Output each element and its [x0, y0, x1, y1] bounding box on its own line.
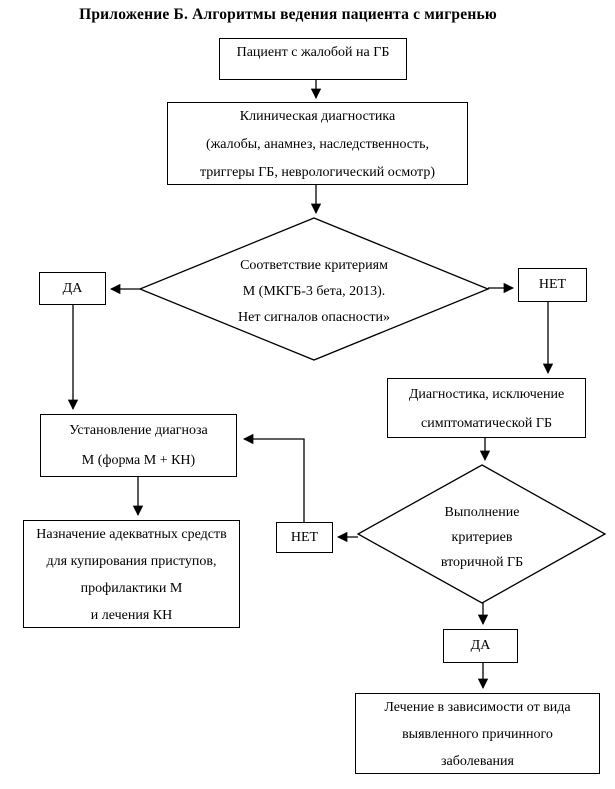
decision-criteria-text: Соответствие критериям М (МКГБ-3 бета, 2…: [164, 253, 464, 331]
node-diagnostics-line: Диагностика, исключение: [408, 387, 565, 402]
node-clinical-line: триггеры ГБ, неврологический осмотр): [200, 165, 435, 180]
node-prescribe-line: и лечения КН: [90, 608, 173, 623]
node-no-middle-label: НЕТ: [290, 529, 319, 545]
decision-secondary-line: Выполнение: [444, 505, 520, 520]
node-yes-bottom-label: ДА: [470, 638, 491, 653]
node-clinical-line: (жалобы, анамнез, наследственность,: [205, 137, 430, 152]
decision-secondary-shape: [356, 464, 607, 604]
node-no-middle: НЕТ: [276, 522, 333, 553]
decision-criteria-line: Соответствие критериям: [240, 258, 388, 273]
decision-secondary-line: критериев: [451, 530, 513, 545]
node-patient-label: Пациент с жалобой на ГБ: [236, 45, 390, 60]
node-prescribe-treatment: Назначение адекватных средств для купиро…: [23, 520, 240, 628]
page-title: Приложение Б. Алгоритмы ведения пациента…: [79, 6, 497, 23]
decision-criteria-shape: [138, 217, 490, 361]
node-establish-line: Установление диагноза: [69, 423, 208, 438]
node-yes-left: ДА: [39, 272, 106, 305]
decision-secondary-line: вторичной ГБ: [440, 555, 524, 570]
node-treatment-line: выявленного причинного: [402, 727, 553, 742]
node-clinical-line: Клиническая диагностика: [239, 109, 396, 124]
node-yes-left-label: ДА: [62, 280, 83, 296]
node-causal-treatment: Лечение в зависимости от вида выявленног…: [355, 693, 600, 774]
node-diagnostics-line: симптоматической ГБ: [421, 416, 552, 431]
node-yes-bottom: ДА: [443, 629, 518, 663]
node-treatment-line: Лечение в зависимости от вида: [384, 700, 571, 715]
node-establish-line: М (форма М + КН): [81, 453, 196, 468]
node-symptomatic-diagnostics: Диагностика, исключение симптоматической…: [387, 378, 586, 438]
node-patient-complaint: Пациент с жалобой на ГБ: [219, 38, 407, 80]
node-prescribe-line: профилактики М: [80, 581, 183, 596]
node-prescribe-line: Назначение адекватных средств: [36, 527, 227, 542]
decision-criteria-line: Нет сигналов опасности»: [238, 310, 390, 325]
node-no-right: НЕТ: [518, 268, 587, 302]
node-no-right-label: НЕТ: [538, 277, 567, 292]
arrow-no-middle-to-establish: [242, 433, 305, 522]
node-prescribe-line: для купирования приступов,: [46, 554, 217, 569]
decision-secondary-text: Выполнение критериев вторичной ГБ: [394, 500, 570, 575]
node-clinical-diagnostics: Клиническая диагностика (жалобы, анамнез…: [167, 102, 468, 185]
node-treatment-line: заболевания: [441, 754, 514, 769]
node-establish-diagnosis: Установление диагноза М (форма М + КН): [40, 414, 237, 477]
decision-criteria-line: М (МКГБ-3 бета, 2013).: [242, 284, 386, 299]
